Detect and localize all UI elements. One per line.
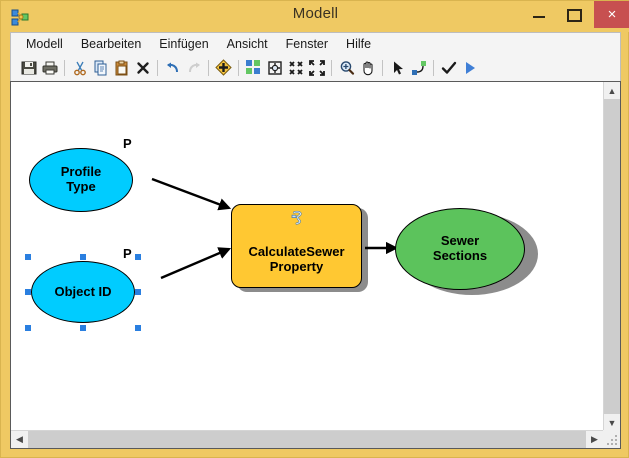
validate-check-icon[interactable]: [438, 57, 459, 79]
menu-item-modell[interactable]: Modell: [26, 36, 63, 51]
node-label-line: Property: [269, 259, 324, 274]
parameter-marker-profile-type: P: [123, 136, 132, 151]
minimize-icon: [533, 16, 545, 18]
toolbar: [10, 54, 621, 81]
paste-icon[interactable]: [111, 57, 132, 79]
selection-handle-sw[interactable]: [25, 325, 31, 331]
horizontal-scrollbar[interactable]: ◀ ▶: [11, 430, 603, 448]
close-icon: ×: [607, 6, 617, 23]
menu-item-einfuegen[interactable]: Einfügen: [159, 36, 209, 51]
node-label-line: Sections: [432, 248, 488, 263]
maximize-button[interactable]: [558, 1, 588, 28]
redo-icon: [183, 57, 204, 79]
pan-hand-icon[interactable]: [357, 57, 378, 79]
node-sewer-sections-label: Sewer Sections: [396, 209, 524, 289]
title-bar: Modell ×: [1, 1, 629, 32]
node-profile-type-label: Profile Type: [30, 149, 132, 211]
node-object-id[interactable]: Object ID: [31, 261, 135, 323]
toolbar-separator: [208, 59, 209, 76]
parameter-marker-object-id: P: [123, 246, 132, 261]
model-builder-icon: [10, 7, 30, 27]
selection-handle-s[interactable]: [80, 325, 86, 331]
selection-handle-nw[interactable]: [25, 254, 31, 260]
run-model-icon[interactable]: [459, 57, 480, 79]
resize-grip[interactable]: [603, 430, 620, 448]
save-icon[interactable]: [18, 57, 39, 79]
delete-icon[interactable]: [132, 57, 153, 79]
toolbar-separator: [64, 59, 65, 76]
scroll-left-icon[interactable]: ◀: [16, 434, 23, 444]
zoom-in-icon[interactable]: [306, 57, 327, 79]
scroll-down-icon[interactable]: ▼: [604, 414, 620, 431]
connect-icon[interactable]: [408, 57, 429, 79]
add-data-icon[interactable]: [213, 57, 234, 79]
undo-icon[interactable]: [162, 57, 183, 79]
node-profile-type[interactable]: Profile Type: [29, 148, 133, 212]
toolbar-separator: [433, 59, 434, 76]
scroll-up-icon[interactable]: ▲: [604, 82, 620, 99]
node-sewer-sections[interactable]: Sewer Sections: [395, 208, 525, 290]
selection-handle-ne[interactable]: [135, 254, 141, 260]
auto-layout-icon[interactable]: [243, 57, 264, 79]
toolbar-separator: [157, 59, 158, 76]
toolbar-separator: [331, 59, 332, 76]
menu-item-bearbeiten[interactable]: Bearbeiten: [80, 36, 142, 51]
node-label-line: Type: [66, 179, 96, 194]
fit-to-window-icon[interactable]: [264, 57, 285, 79]
toolbar-separator: [382, 59, 383, 76]
minimize-button[interactable]: [524, 1, 554, 28]
close-button[interactable]: ×: [594, 1, 629, 28]
vertical-scrollbar[interactable]: ▲ ▼: [603, 82, 620, 431]
menu-item-fenster[interactable]: Fenster: [285, 36, 329, 51]
toolbar-separator: [238, 59, 239, 76]
select-pointer-icon[interactable]: [387, 57, 408, 79]
node-label-line: Object ID: [54, 283, 112, 299]
selection-handle-w[interactable]: [25, 289, 31, 295]
horizontal-scrollbar-thumb[interactable]: [28, 431, 586, 448]
zoom-out-icon[interactable]: [285, 57, 306, 79]
model-canvas-frame: Sewer Sections CalculateSewer Property: [10, 81, 621, 449]
maximize-icon: [567, 9, 582, 22]
menu-item-ansicht[interactable]: Ansicht: [226, 36, 268, 51]
window-title: Modell: [292, 5, 339, 22]
selection-handle-e[interactable]: [135, 289, 141, 295]
menu-item-hilfe[interactable]: Hilfe: [346, 36, 372, 51]
node-label-line: CalculateSewer: [248, 244, 345, 260]
node-calculate-sewer-property[interactable]: CalculateSewer Property: [231, 204, 362, 288]
copy-icon[interactable]: [90, 57, 111, 79]
scroll-right-icon[interactable]: ▶: [591, 434, 598, 444]
node-object-id-label: Object ID: [32, 262, 134, 322]
model-canvas[interactable]: Sewer Sections CalculateSewer Property: [11, 82, 603, 430]
node-label-line: Sewer: [440, 233, 480, 249]
menu-bar: Modell Bearbeiten Einfügen Ansicht Fenst…: [10, 32, 621, 54]
node-label-line: Profile: [60, 164, 102, 180]
print-icon[interactable]: [39, 57, 60, 79]
magnifier-icon[interactable]: [336, 57, 357, 79]
cut-icon[interactable]: [69, 57, 90, 79]
selection-handle-n[interactable]: [80, 254, 86, 260]
selection-handle-se[interactable]: [135, 325, 141, 331]
script-tool-icon: [289, 210, 305, 226]
vertical-scrollbar-thumb[interactable]: [604, 99, 620, 414]
